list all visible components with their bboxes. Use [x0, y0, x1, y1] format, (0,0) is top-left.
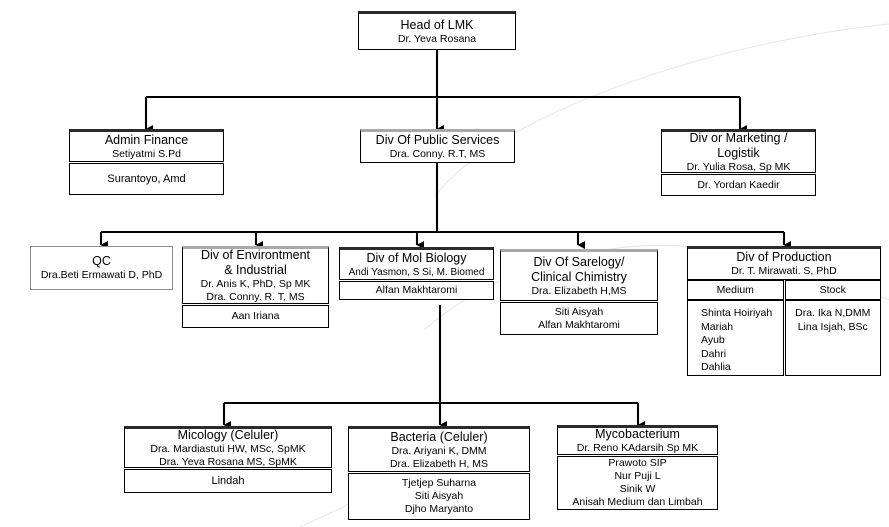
staff-name: Dra. Ika N,DMM	[795, 307, 871, 319]
node-div-production-main[interactable]: Div of Production Dr. T. Mirawati. S, Ph…	[687, 246, 881, 280]
node-title: Bacteria (Celuler)	[390, 429, 488, 444]
node-title: Div of Production	[736, 250, 832, 264]
node-person: Dra. Conny. R.T, MS	[389, 148, 486, 160]
staff-name: Shinta Hoiriyah	[701, 307, 773, 319]
node-div-mol-biology[interactable]: Div of Mol Biology Andi Yasmon, S Si, M.…	[339, 247, 494, 300]
node-div-environtment-main[interactable]: Div of Environtment & Industrial Dr. Ani…	[182, 246, 329, 304]
staff-name: Siti Aisyah	[414, 490, 464, 502]
node-div-marketing-logistik-staff[interactable]: Dr. Yordan Kaedir	[661, 174, 816, 196]
node-person: Dr. Reno KAdarsih Sp MK	[576, 442, 699, 454]
node-title-line2: & Industrial	[224, 263, 287, 277]
column-header: Stock	[819, 283, 846, 296]
production-header-medium[interactable]: Medium	[687, 280, 784, 300]
node-person-line1: Dr. Anis K, PhD, Sp MK	[200, 278, 311, 290]
staff-name: Dr. Yordan Kaedir	[697, 178, 780, 191]
staff-name: Lina Isjah, BSc	[797, 320, 868, 333]
staff-name: Anisah Medium dan Limbah	[572, 496, 703, 508]
node-div-environtment-staff[interactable]: Aan Iriana	[182, 305, 329, 328]
node-person-line1: Dra. Ariyani K, DMM	[391, 444, 487, 457]
node-qc-main[interactable]: QC Dra.Beti Ermawati D, PhD	[30, 246, 173, 290]
staff-name: Alfan Makhtaromi	[538, 318, 620, 331]
node-div-sarelogy-staff[interactable]: Siti Aisyah Alfan Makhtaromi	[500, 302, 658, 335]
node-title: Mycobacterium	[595, 427, 680, 441]
staff-name: Nur Puji L	[614, 470, 661, 482]
production-list-stock[interactable]: Dra. Ika N,DMM Lina Isjah, BSc	[784, 300, 881, 376]
node-title: Micology (Celuler)	[177, 427, 279, 442]
node-head-of-lmk-main[interactable]: Head of LMK Dr. Yeva Rosana	[358, 11, 516, 50]
node-person-line2: Dra. Yeva Rosana MS, SpMK	[159, 455, 297, 468]
node-bacteria-celuler[interactable]: Bacteria (Celuler) Dra. Ariyani K, DMM D…	[348, 426, 530, 520]
node-admin-finance-staff[interactable]: Surantoyo, Amd	[69, 163, 224, 195]
staff-name: Tjetjep Suharna	[401, 477, 477, 489]
node-div-sarelogy-clinical-chimistry[interactable]: Div Of Sarelogy/ Clinical Chimistry Dra.…	[500, 249, 658, 335]
staff-name: Ayub	[701, 334, 725, 346]
node-title: Div of Mol Biology	[366, 250, 467, 265]
node-title: Div Of Public Services	[375, 133, 500, 147]
node-person: Dr. Yeva Rosana	[397, 32, 477, 45]
node-head-of-lmk[interactable]: Head of LMK Dr. Yeva Rosana	[358, 11, 516, 50]
node-title: Head of LMK	[400, 17, 474, 32]
staff-name: Prawoto SIP	[608, 457, 667, 469]
staff-name: Mariah	[701, 320, 734, 333]
node-div-mol-biology-main[interactable]: Div of Mol Biology Andi Yasmon, S Si, M.…	[339, 247, 494, 280]
staff-name: Dahlia	[701, 361, 731, 373]
node-title-line1: Div Of Sarelogy/	[533, 254, 625, 269]
node-person-line2: Dra. Conny. R. T, MS	[206, 291, 305, 303]
node-div-marketing-logistik-main[interactable]: Div or Marketing / Logistik Dr. Yulia Ro…	[661, 129, 816, 173]
node-admin-finance[interactable]: Admin Finance Setiyatmi S.Pd Surantoyo, …	[69, 129, 224, 195]
production-column-bodies: Shinta Hoiriyah Mariah Ayub Dahri Dahlia…	[687, 300, 881, 376]
staff-name: Dahri	[701, 347, 727, 360]
node-div-public-services[interactable]: Div Of Public Services Dra. Conny. R.T, …	[360, 129, 515, 163]
production-column-headers: Medium Stock	[687, 280, 881, 300]
node-person: Dr. T. Mirawati. S, PhD	[731, 265, 837, 277]
node-micology-staff[interactable]: Lindah	[124, 469, 332, 493]
node-person-line2: Dra. Elizabeth H, MS	[389, 457, 489, 470]
node-mycobacterium[interactable]: Mycobacterium Dr. Reno KAdarsih Sp MK Pr…	[557, 425, 718, 510]
staff-name: Siti Aisyah	[554, 305, 604, 318]
node-div-sarelogy-main[interactable]: Div Of Sarelogy/ Clinical Chimistry Dra.…	[500, 249, 658, 301]
hierarchy-lines	[99, 50, 791, 429]
node-title: QC	[92, 254, 111, 268]
node-bacteria-staff[interactable]: Tjetjep Suharna Siti Aisyah Djho Maryant…	[348, 473, 530, 520]
staff-name: Alfan Makhtaromi	[375, 284, 458, 296]
node-mycobacterium-staff[interactable]: Prawoto SIP Nur Puji L Sinik W Anisah Me…	[557, 456, 718, 510]
staff-name: Aan Iriana	[231, 310, 280, 322]
node-title-line1: Div of Environtment	[200, 248, 311, 262]
node-micology-celuler[interactable]: Micology (Celuler) Dra. Mardiastuti HW, …	[124, 426, 332, 493]
node-title: Admin Finance	[104, 132, 189, 147]
node-div-production[interactable]: Div of Production Dr. T. Mirawati. S, Ph…	[687, 246, 881, 376]
staff-name: Djho Maryanto	[404, 503, 474, 515]
node-mycobacterium-main[interactable]: Mycobacterium Dr. Reno KAdarsih Sp MK	[557, 425, 718, 455]
staff-name: Surantoyo, Amd	[107, 173, 186, 185]
node-person: Andi Yasmon, S Si, M. Biomed	[348, 266, 485, 278]
production-list-medium[interactable]: Shinta Hoiriyah Mariah Ayub Dahri Dahlia	[687, 300, 784, 376]
staff-name: Lindah	[211, 475, 245, 487]
node-person: Dr. Yulia Rosa, Sp MK	[686, 160, 791, 173]
node-title-line2: Clinical Chimistry	[531, 269, 627, 284]
node-div-marketing-logistik[interactable]: Div or Marketing / Logistik Dr. Yulia Ro…	[661, 129, 816, 196]
node-person-line1: Dra. Mardiastuti HW, MSc, SpMK	[150, 442, 306, 455]
node-person: Setiyatmi S.Pd	[112, 147, 181, 160]
node-micology-main[interactable]: Micology (Celuler) Dra. Mardiastuti HW, …	[124, 426, 332, 468]
node-div-environtment-industrial[interactable]: Div of Environtment & Industrial Dr. Ani…	[182, 246, 329, 328]
node-person: Dra.Beti Ermawati D, PhD	[40, 269, 163, 281]
node-title-line2: Logistik	[717, 145, 760, 160]
node-title-line1: Div or Marketing /	[689, 130, 788, 145]
node-bacteria-main[interactable]: Bacteria (Celuler) Dra. Ariyani K, DMM D…	[348, 426, 530, 472]
staff-name: Sinik W	[619, 483, 656, 495]
node-div-mol-biology-staff[interactable]: Alfan Makhtaromi	[339, 281, 494, 300]
column-header: Medium	[716, 283, 754, 296]
node-qc[interactable]: QC Dra.Beti Ermawati D, PhD	[30, 246, 173, 290]
node-admin-finance-main[interactable]: Admin Finance Setiyatmi S.Pd	[69, 129, 224, 162]
node-person: Dra. Elizabeth H,MS	[531, 284, 627, 297]
production-header-stock[interactable]: Stock	[784, 280, 881, 300]
node-div-public-services-main[interactable]: Div Of Public Services Dra. Conny. R.T, …	[360, 129, 515, 163]
